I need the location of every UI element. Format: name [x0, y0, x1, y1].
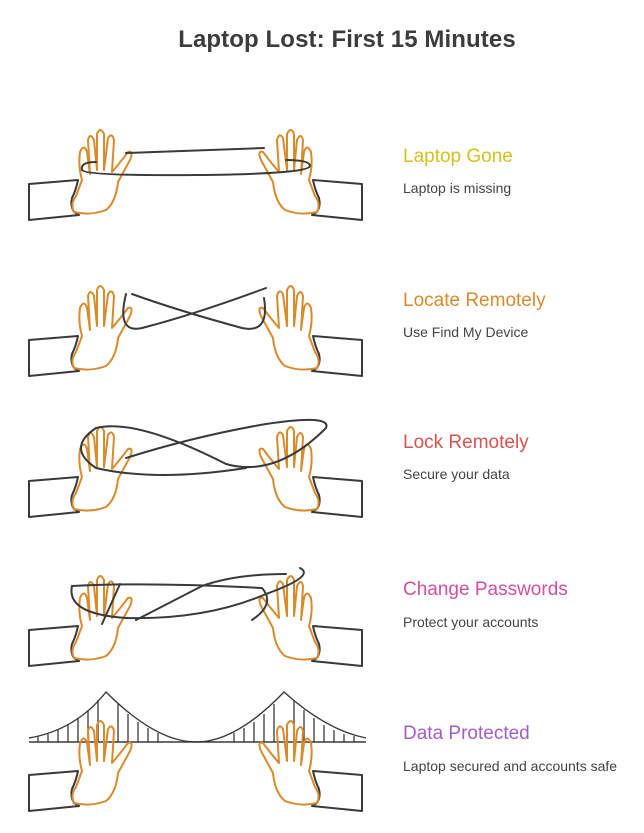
step-description: Laptop secured and accounts safe	[403, 758, 618, 774]
step-description: Use Find My Device	[403, 324, 529, 340]
page-title: Laptop Lost: First 15 Minutes	[178, 26, 516, 53]
step-title: Data Protected	[403, 723, 530, 744]
step-title: Locate Remotely	[403, 290, 546, 311]
step-change-passwords: Change Passwords Protect your accounts	[0, 534, 644, 679]
step-lock-remotely: Lock Remotely Secure your data	[0, 388, 644, 533]
step-title: Laptop Gone	[403, 146, 513, 167]
step-description: Protect your accounts	[403, 614, 539, 630]
step-locate-remotely: Locate Remotely Use Find My Device	[0, 244, 644, 389]
step-title: Change Passwords	[403, 579, 568, 600]
step-data-protected: Data Protected Laptop secured and accoun…	[0, 680, 644, 825]
step-laptop-gone: Laptop Gone Laptop is missing	[0, 96, 644, 241]
step-title: Lock Remotely	[403, 432, 529, 453]
hands-string-open-icon	[28, 129, 371, 221]
step-description: Secure your data	[403, 466, 510, 482]
hands-string-loop-icon	[28, 418, 371, 518]
hands-string-cross-icon	[28, 285, 371, 377]
hands-string-web-icon	[28, 567, 371, 667]
step-description: Laptop is missing	[403, 180, 512, 196]
hands-bridge-icon	[28, 690, 367, 812]
